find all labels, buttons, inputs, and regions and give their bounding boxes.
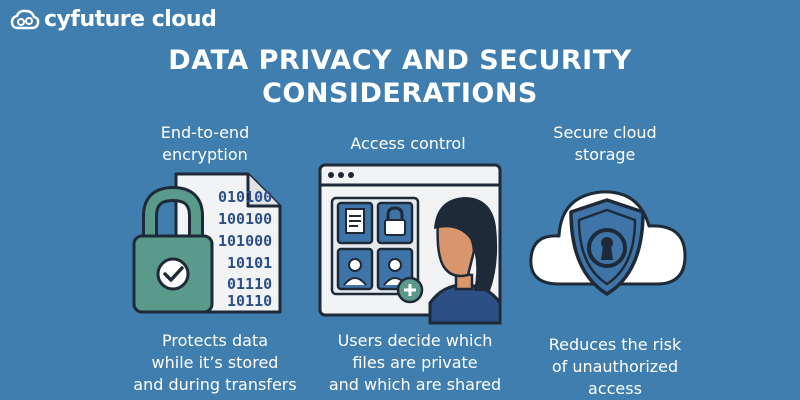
shield-icon: [569, 198, 645, 296]
binary-line: 10101: [227, 254, 272, 272]
title-line-1: DATA PRIVACY AND SECURITY: [168, 45, 632, 76]
description-line: of unauthorized: [551, 357, 679, 376]
keyhole-icon: [587, 228, 627, 268]
small-lock-icon: [384, 206, 406, 236]
column-label-line: End-to-end: [160, 123, 250, 142]
column-label-line: Access control: [350, 134, 466, 153]
description-line: and during transfers: [133, 375, 297, 394]
column-label-access-control: Access control: [318, 133, 498, 155]
description-encryption: Protects data while it’s stored and duri…: [110, 330, 320, 396]
binary-line: 100100: [218, 210, 272, 228]
description-line: Users decide which: [337, 331, 493, 350]
column-label-line: encryption: [162, 145, 248, 164]
binary-line: 101000: [218, 232, 272, 250]
brand-name: cyfuture cloud: [44, 7, 217, 32]
binary-line: 10110: [227, 292, 272, 310]
woman-figure: [428, 197, 502, 325]
description-line: Reduces the risk: [548, 335, 682, 354]
column-label-cloud-storage: Secure cloud storage: [520, 122, 690, 166]
description-access-control: Users decide which files are private and…: [310, 330, 520, 396]
description-line: and which are shared: [328, 375, 502, 394]
description-cloud-storage: Reduces the risk of unauthorized access: [515, 334, 715, 400]
encryption-illustration: 010100 100100 101000 10101 01110 10110: [132, 172, 282, 314]
user-icon: [343, 258, 367, 286]
cloud-logo-icon: [10, 9, 40, 29]
title-line-2: CONSIDERATIONS: [262, 78, 538, 109]
column-label-line: Secure cloud: [553, 123, 657, 142]
padlock-icon: [132, 185, 214, 314]
access-control-illustration: [318, 163, 502, 325]
column-label-encryption: End-to-end encryption: [120, 122, 290, 166]
description-line: while it’s stored: [151, 353, 279, 372]
window-dot-icon: [348, 172, 354, 178]
brand-logo: cyfuture cloud: [10, 7, 217, 32]
description-line: files are private: [352, 353, 478, 372]
binary-line: 01110: [227, 275, 272, 293]
window-dot-icon: [338, 172, 344, 178]
binary-line: 010100: [218, 188, 272, 206]
description-line: access: [588, 379, 642, 398]
description-line: Protects data: [161, 331, 269, 350]
window-dot-icon: [328, 172, 334, 178]
page-title: DATA PRIVACY AND SECURITY CONSIDERATIONS: [0, 44, 800, 110]
checkmark-icon: [156, 257, 190, 291]
column-label-line: storage: [574, 145, 636, 164]
cloud-storage-illustration: [529, 190, 687, 296]
